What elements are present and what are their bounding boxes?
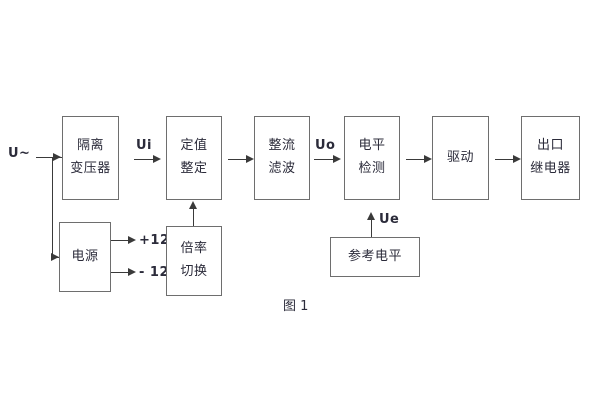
block-isolation-transformer: 隔离 变压器 [62, 116, 119, 200]
rectifier-to-level-arrowhead [333, 154, 341, 163]
block-output-relay: 出口 继电器 [521, 116, 580, 200]
block-isolation-transformer-line-2: 变压器 [70, 161, 111, 176]
input-source-label: U~ [8, 146, 31, 161]
block-reference-level-line-1: 参考电平 [347, 248, 402, 264]
block-power-supply: 电源 [59, 222, 111, 292]
reference-to-level-line [371, 219, 372, 237]
block-setting-value: 定值 整定 [166, 116, 222, 200]
block-output-relay-line-2: 继电器 [530, 161, 571, 176]
block-setting-value-line-2: 整定 [180, 161, 208, 176]
supply-negative-arrowhead [128, 267, 136, 276]
reference-to-level-arrowhead [367, 212, 375, 220]
signal-ue-label: Ue [379, 212, 400, 227]
branch-to-transformer-arrowhead [53, 152, 61, 161]
block-multiplier-switch-line-1: 倍率 [180, 241, 208, 257]
block-level-detection-line-1: 电平 [358, 138, 386, 154]
block-driver: 驱动 [432, 116, 489, 200]
block-reference-level: 参考电平 [330, 237, 420, 277]
block-multiplier-switch-line-2: 切换 [180, 264, 208, 279]
block-multiplier-switch: 倍率 切换 [166, 226, 222, 296]
driver-to-relay-line [495, 159, 517, 160]
signal-ui-label: Ui [136, 138, 153, 153]
input-branch-vertical [52, 157, 53, 257]
block-rectifier-filter: 整流 滤波 [254, 116, 310, 200]
block-driver-line-1: 驱动 [446, 149, 474, 165]
block-rectifier-filter-line-2: 滤波 [268, 161, 296, 176]
multiplier-to-setting-arrowhead [189, 201, 197, 209]
setting-to-rectifier-line [228, 159, 250, 160]
block-level-detection: 电平 检测 [344, 116, 400, 200]
transformer-to-setting-line [134, 159, 156, 160]
level-to-driver-arrowhead [424, 154, 432, 163]
input-feed-stub [36, 157, 52, 158]
block-output-relay-line-1: 出口 [536, 138, 564, 154]
supply-positive-arrowhead [128, 235, 136, 244]
signal-uo-label: Uo [315, 138, 336, 153]
rectifier-to-level-line [314, 159, 336, 160]
setting-to-rectifier-arrowhead [246, 154, 254, 163]
block-level-detection-line-2: 检测 [358, 161, 386, 176]
transformer-to-setting-arrowhead [153, 154, 161, 163]
block-rectifier-filter-line-1: 整流 [268, 138, 296, 154]
multiplier-to-setting-line [193, 208, 194, 226]
level-to-driver-line [406, 159, 428, 160]
figure-caption: 图 1 [283, 299, 309, 314]
block-power-supply-line-1: 电源 [71, 248, 99, 264]
block-isolation-transformer-line-1: 隔离 [76, 138, 104, 154]
driver-to-relay-arrowhead [513, 154, 521, 163]
branch-to-power-arrowhead [51, 252, 59, 261]
supply-positive-line [111, 240, 131, 241]
block-setting-value-line-1: 定值 [180, 138, 208, 154]
supply-negative-line [111, 272, 131, 273]
